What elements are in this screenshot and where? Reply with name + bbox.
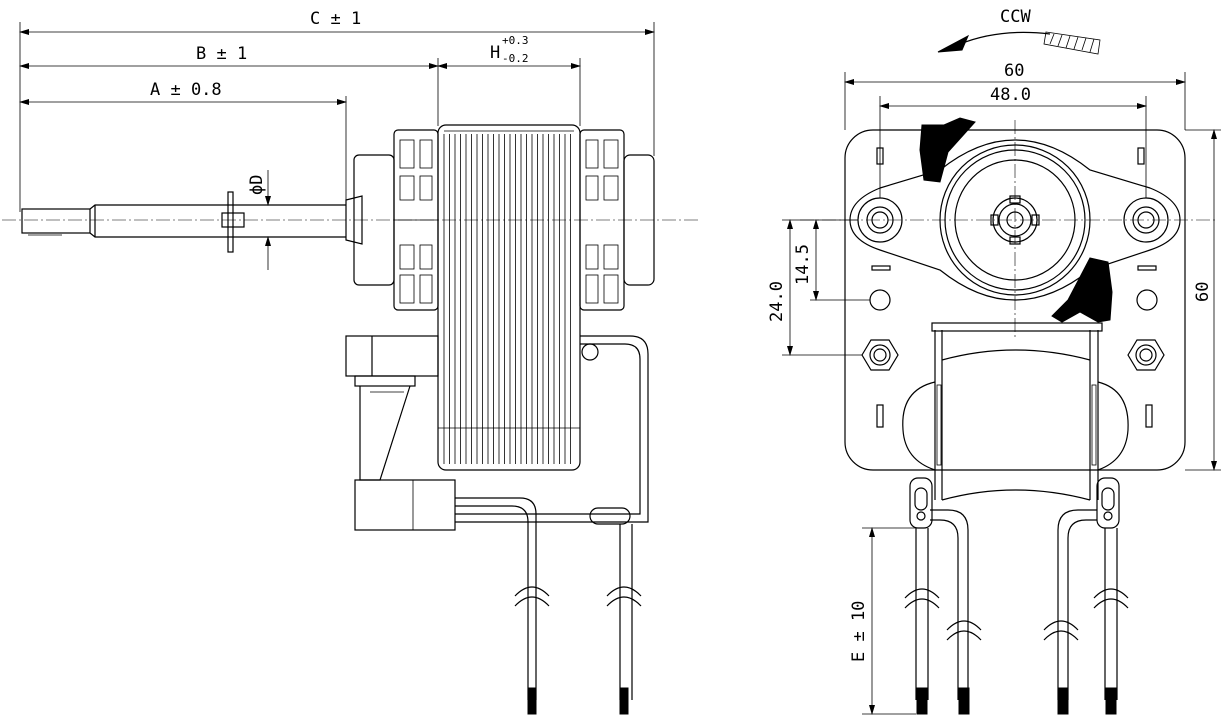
dim-d-label: ϕD <box>247 175 267 195</box>
dim-h-label: H <box>490 43 500 63</box>
plate-hole-right <box>1136 289 1158 311</box>
shaft <box>21 191 363 253</box>
plate-hole-left <box>869 289 891 311</box>
dim-c-label: C ± 1 <box>310 9 361 29</box>
dim-60-width-label: 60 <box>1004 61 1024 81</box>
side-view: C ± 1 B ± 1 A ± 0.8 H +0.3 -0.2 ϕD <box>2 9 700 715</box>
bearing-bracket <box>849 139 1181 301</box>
dim-48-label: 48.0 <box>990 85 1031 105</box>
coil-bobbin <box>902 322 1129 501</box>
dim-240-label: 24.0 <box>767 281 787 322</box>
dim-e-label: E ± 10 <box>849 601 869 662</box>
front-dimensions <box>782 72 1221 715</box>
dim-h-plus: +0.3 <box>502 34 529 47</box>
rear-bearing-cover <box>579 129 655 311</box>
dim-60-height-label: 60 <box>1193 282 1213 302</box>
dim-a-label: A ± 0.8 <box>150 80 222 100</box>
rotor-bearing <box>939 144 1091 296</box>
plate-slots <box>871 147 1157 428</box>
shading-pole-top <box>919 117 976 183</box>
terminal-block <box>345 335 456 531</box>
dim-145-label: 14.5 <box>793 244 813 285</box>
terminal-right <box>1096 477 1120 529</box>
rotation-label: CCW <box>1000 7 1031 27</box>
dim-h-minus: -0.2 <box>502 52 529 65</box>
terminal-left <box>909 477 933 529</box>
ccw-rotation-arrow <box>937 31 1101 55</box>
stator-laminations <box>437 124 581 471</box>
dim-b-label: B ± 1 <box>196 44 247 64</box>
hex-nut-right <box>1127 339 1165 371</box>
side-lead-wires <box>455 335 649 715</box>
hex-nut-left <box>861 339 899 371</box>
front-lead-wires <box>904 509 1129 715</box>
shading-pole-bottom <box>1051 257 1113 323</box>
side-dimensions <box>19 22 655 270</box>
front-view: CCW <box>767 7 1221 715</box>
